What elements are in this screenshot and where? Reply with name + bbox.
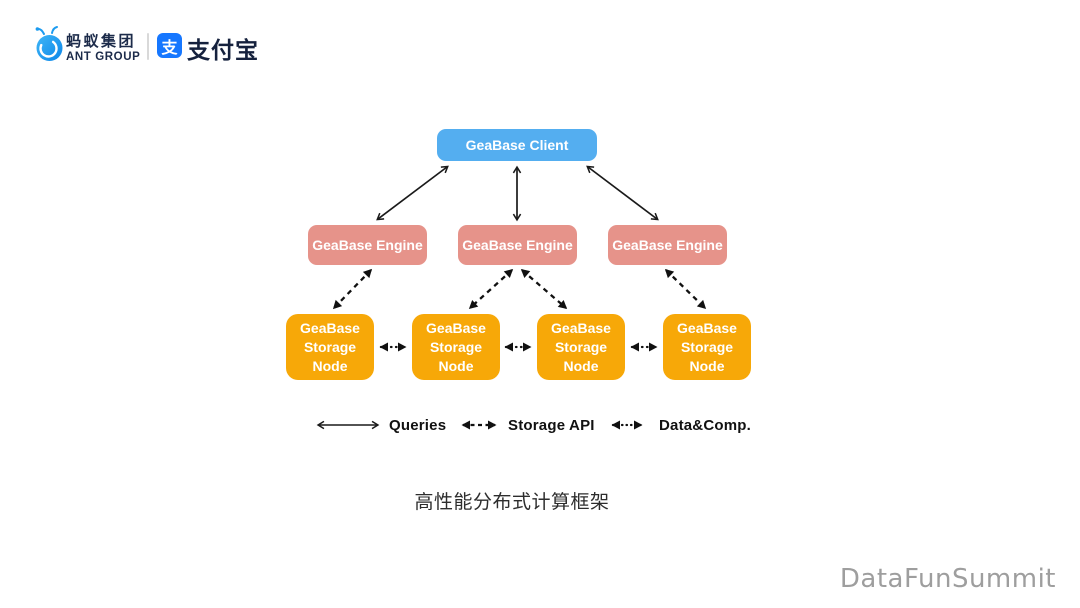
dashed-arrow-icon: [461, 420, 497, 430]
node-geabase-engine-2: GeaBase Engine: [458, 225, 577, 265]
legend-item-queries: Queries: [315, 414, 446, 436]
alipay-icon-glyph: 支: [161, 39, 178, 57]
node-geabase-storage-1: GeaBase Storage Node: [286, 314, 374, 380]
node-geabase-client: GeaBase Client: [437, 129, 597, 161]
solid-arrow-icon: [316, 420, 380, 430]
queries-arrows: [376, 165, 659, 222]
logo-divider: [147, 33, 149, 60]
ant-group-name-cn: 蚂蚁集团: [66, 33, 137, 50]
legend: Queries Storage API Data&Comp.: [0, 414, 1080, 436]
ant-group-wordmark: 蚂蚁集团 ANT GROUP: [66, 33, 140, 64]
node-geabase-engine-1: GeaBase Engine: [308, 225, 427, 265]
datafunsummit-watermark: DataFunSummit: [839, 564, 1056, 594]
node-geabase-storage-3: GeaBase Storage Node: [537, 314, 625, 380]
node-geabase-storage-4: GeaBase Storage Node: [663, 314, 751, 380]
ant-group-name-en: ANT GROUP: [66, 51, 141, 63]
legend-label-queries: Queries: [389, 416, 447, 434]
alipay-name: 支付宝: [187, 37, 259, 63]
legend-label-data-comp: Data&Comp.: [659, 416, 752, 434]
dotted-arrow-icon: [611, 420, 643, 430]
storage-api-arrows: [332, 268, 707, 310]
slide-caption: 高性能分布式计算框架: [414, 492, 610, 513]
ant-group-icon: [35, 26, 63, 61]
node-geabase-engine-3: GeaBase Engine: [608, 225, 727, 265]
legend-item-storage-api: Storage API: [458, 414, 595, 436]
alipay-icon: 支: [157, 33, 182, 58]
legend-label-storage-api: Storage API: [508, 416, 595, 434]
node-geabase-storage-2: GeaBase Storage Node: [412, 314, 500, 380]
legend-item-data-comp: Data&Comp.: [608, 414, 751, 436]
